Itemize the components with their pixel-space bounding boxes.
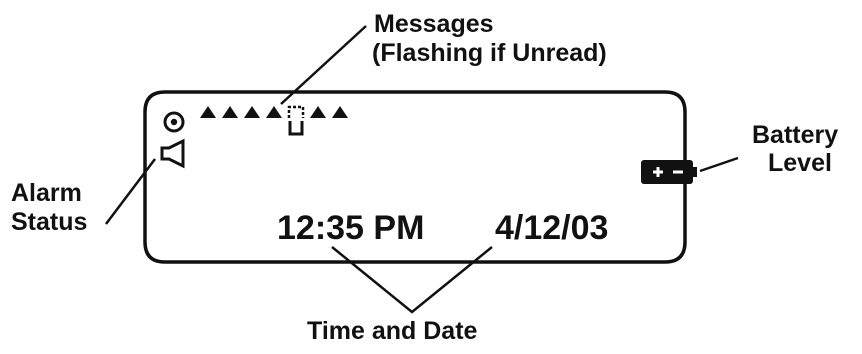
messages-callout-note: (Flashing if Unread) [372, 39, 607, 67]
envelope-icon [200, 106, 216, 118]
envelope-icon [332, 106, 348, 118]
display-screen [143, 90, 687, 264]
message-icons [200, 105, 348, 136]
alarm-callout-line2: Status [11, 208, 88, 236]
messages-callout-title: Messages [374, 10, 494, 38]
open-envelope-icon [287, 105, 305, 136]
time-date-leader-line [331, 246, 493, 314]
battery-icon [641, 160, 697, 184]
display-date: 4/12/03 [495, 209, 609, 247]
envelope-icon [222, 106, 238, 118]
time-date-callout: Time and Date [307, 317, 478, 345]
speaker-icon [160, 138, 185, 169]
messages-leader-line [280, 25, 367, 105]
alarm-callout-line1: Alarm [11, 179, 82, 207]
envelope-icon [266, 106, 282, 118]
envelope-icon [310, 106, 326, 118]
display-time: 12:35 PM [277, 209, 425, 247]
battery-callout-line1: Battery [752, 121, 839, 149]
target-circle-icon [163, 111, 185, 133]
battery-leader-line [699, 156, 739, 173]
envelope-icon [244, 106, 260, 118]
battery-callout-line2: Level [768, 149, 832, 177]
alarm-leader-line [105, 158, 156, 225]
